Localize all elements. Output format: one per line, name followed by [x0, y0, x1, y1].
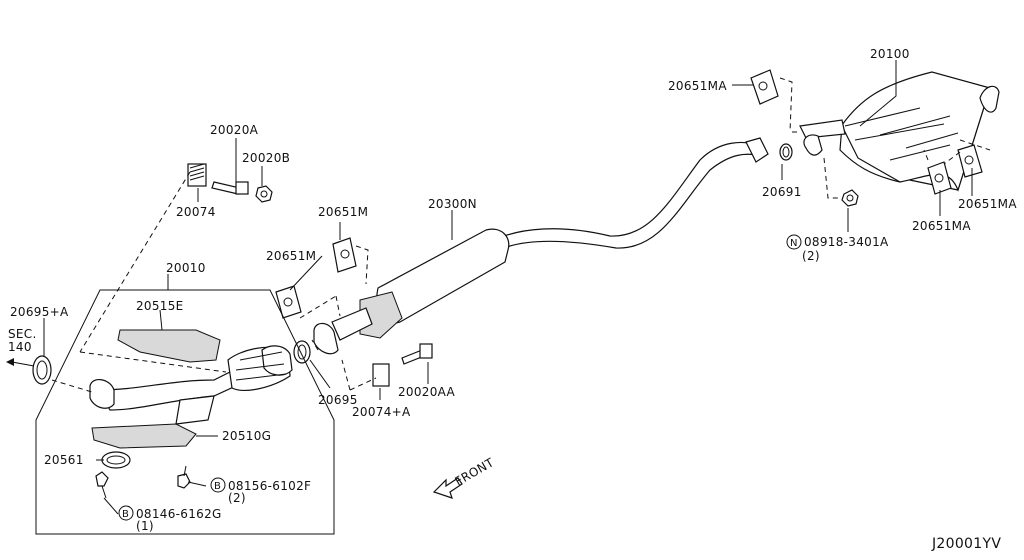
hanger-rubber-20651M-a: [332, 237, 357, 273]
front-tube-assembly-box: [35, 289, 335, 535]
label-20020A: 20020A: [210, 123, 259, 137]
label-20510G: 20510G: [222, 429, 271, 443]
heat-shield-20510G: [91, 423, 197, 449]
bolt-20020A: [211, 181, 249, 195]
label-20010: 20010: [166, 261, 206, 275]
label-08918-qty: (2): [802, 249, 820, 263]
label-08156: 08156-6102F: [228, 479, 311, 493]
label-08156-qty: (2): [228, 491, 246, 505]
label-sec-line1: SEC.: [8, 327, 37, 341]
label-20651MA-top: 20651MA: [668, 79, 727, 93]
label-20020AA: 20020AA: [398, 385, 456, 399]
nut-20020B: [255, 185, 273, 203]
hanger-rubber-20651M-b: [275, 285, 302, 319]
label-20074A: 20074+A: [352, 405, 411, 419]
bolt-marker-08156: B: [210, 477, 226, 493]
section-arrow: [6, 358, 35, 367]
front-label: FRONT: [453, 455, 497, 489]
bolt-08156: [177, 465, 191, 489]
spring-20074A: [372, 363, 390, 387]
svg-text:N: N: [790, 238, 798, 249]
main-muffler: [799, 71, 1000, 192]
svg-text:B: B: [214, 481, 221, 492]
label-20020B: 20020B: [242, 151, 290, 165]
label-08918: 08918-3401A: [804, 235, 889, 249]
label-08146-qty: (1): [136, 519, 154, 533]
nut-08918: [841, 189, 859, 207]
svg-text:B: B: [122, 509, 129, 520]
label-20651M-a: 20651M: [318, 205, 368, 219]
nut-marker-08918: N: [786, 234, 802, 250]
gasket-ring-20691: [779, 143, 793, 161]
label-20515E: 20515E: [136, 299, 184, 313]
hanger-rubber-20651MA-right2: [957, 144, 983, 178]
label-sec-line2: 140: [8, 340, 32, 354]
assembly-guide-lines: [51, 77, 991, 393]
label-20651MA-r1: 20651MA: [912, 219, 971, 233]
label-20100: 20100: [870, 47, 910, 61]
diagram-id: J20001YV: [931, 536, 1001, 552]
bolt-20020AA: [401, 343, 433, 365]
front-tube-20010: [89, 345, 293, 425]
gasket-20695A: [32, 355, 52, 385]
center-pipe-20300N: [313, 137, 769, 355]
label-20074: 20074: [176, 205, 216, 219]
label-20651M-b: 20651M: [266, 249, 316, 263]
front-direction-arrow: [432, 477, 463, 499]
label-20695: 20695: [318, 393, 358, 407]
label-20651MA-r2: 20651MA: [958, 197, 1017, 211]
label-20691: 20691: [762, 185, 802, 199]
label-20300N: 20300N: [428, 197, 477, 211]
label-08146: 08146-6162G: [136, 507, 222, 521]
hanger-rubber-20651MA-top: [750, 69, 779, 105]
heat-shield-20515E: [117, 329, 221, 363]
hanger-rubber-20651MA-right1: [927, 161, 952, 195]
bolt-08146: [95, 471, 109, 499]
spring-20074: [187, 163, 207, 187]
bolt-marker-08146: B: [118, 505, 134, 521]
leader-lines: [43, 60, 973, 515]
label-20695A: 20695+A: [10, 305, 69, 319]
clamp-20561: [101, 451, 131, 469]
label-20561: 20561: [44, 453, 84, 467]
